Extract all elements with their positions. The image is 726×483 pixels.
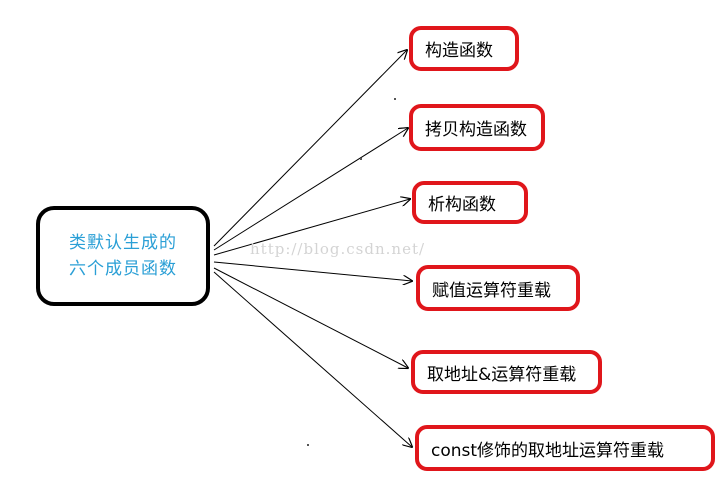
node-label: 拷贝构造函数: [425, 120, 527, 140]
node-label: const修饰的取地址运算符重载: [431, 440, 665, 461]
node-assignment-operator: 赋值运算符重载: [416, 265, 580, 311]
node-label: 构造函数: [425, 41, 493, 61]
root-label-line-1: 类默认生成的: [69, 233, 177, 253]
arrow-to-assignment-operator: [213, 261, 412, 281]
node-const-address-of-operator: const修饰的取地址运算符重载: [415, 425, 715, 471]
stray-dot: [360, 158, 362, 160]
node-constructor: 构造函数: [409, 26, 519, 71]
arrow-to-constructor: [213, 50, 407, 247]
stray-dot: [307, 444, 309, 446]
node-label: 赋值运算符重载: [432, 280, 551, 301]
node-copy-constructor: 拷贝构造函数: [409, 104, 545, 151]
node-label: 取地址&运算符重载: [427, 364, 577, 385]
arrow-to-destructor: [213, 199, 410, 256]
arrow-to-const-address-of-operator: [213, 271, 412, 447]
watermark-text: http://blog.csdn.net/: [250, 240, 426, 258]
arrow-to-copy-constructor: [213, 128, 408, 251]
node-label: 析构函数: [428, 195, 496, 215]
arrow-to-address-of-operator: [213, 267, 408, 368]
node-address-of-operator: 取地址&运算符重载: [411, 350, 602, 394]
stray-dot: [394, 98, 396, 100]
node-destructor: 析构函数: [412, 181, 528, 224]
root-label-line-2: 六个成员函数: [69, 259, 177, 279]
root-node-default-member-functions: 类默认生成的 六个成员函数: [36, 206, 210, 306]
